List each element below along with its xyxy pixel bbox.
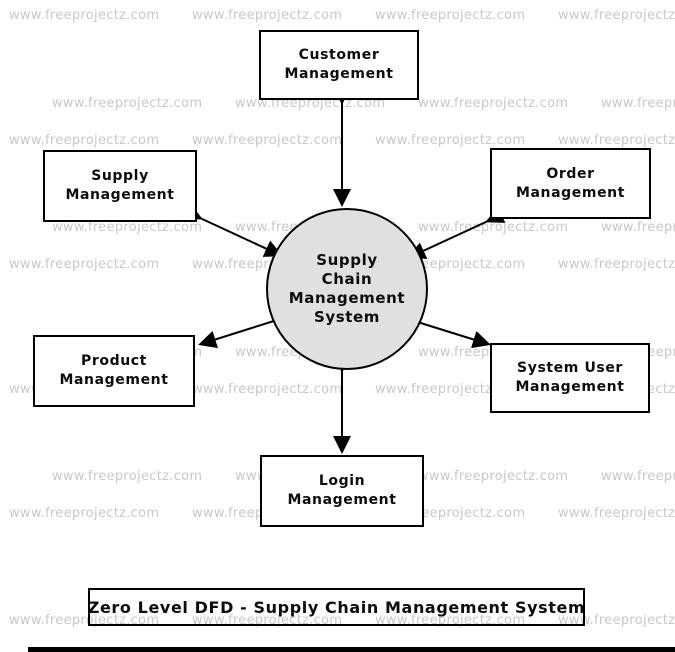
watermark-text: www.freeprojectz.com <box>418 469 569 484</box>
watermark-text: www.freeprojectz.com <box>52 96 203 111</box>
watermark-text: www.freeprojectz.com <box>192 8 343 23</box>
process-supply-chain-management-system: Supply Chain Management System <box>266 208 428 370</box>
watermark-text: www.freeprojectz.com <box>192 133 343 148</box>
watermark-text: www.freeprojectz.com <box>52 469 203 484</box>
entity-order-management: Order Management <box>490 148 651 219</box>
entity-customer-management: Customer Management <box>259 30 419 100</box>
entity-label: Order <box>546 165 595 182</box>
arrow-process-product <box>198 306 295 349</box>
watermark-text: www.freeprojectz.com <box>558 257 675 272</box>
watermark-text: www.freeprojectz.com <box>558 133 675 148</box>
arrow-supply-process <box>182 203 283 257</box>
entity-label: Management <box>515 184 626 201</box>
entity-product-management: Product Management <box>33 335 195 407</box>
watermark-text: www.freeprojectz.com <box>9 133 160 148</box>
watermark-text: www.freeprojectz.com <box>375 8 526 23</box>
entity-label: Management <box>287 492 397 508</box>
process-label: Supply <box>316 251 378 269</box>
bottom-cutoff-bar <box>28 647 675 652</box>
watermark-text: www.freeprojectz.com <box>418 96 569 111</box>
watermark-text: www.freeprojectz.com <box>9 506 160 521</box>
watermark-text: www.freeprojectz.com <box>558 613 675 628</box>
entity-label: Management <box>59 372 169 388</box>
entity-supply-management: Supply Management <box>43 150 197 222</box>
watermark-text: www.freeprojectz.com <box>375 382 526 397</box>
arrow-order-process <box>407 206 506 259</box>
watermark-text: www.freeprojectz.com <box>9 8 160 23</box>
watermark-text: www.freeprojectz.com <box>375 133 526 148</box>
entity-label: Management <box>65 187 175 203</box>
entity-label: Login <box>318 473 366 489</box>
watermark-text: www.freeprojectz.com <box>192 382 343 397</box>
watermark-text: www.freeprojectz.com <box>601 220 675 235</box>
entity-label: System User <box>517 360 623 376</box>
entity-label: Management <box>515 379 625 395</box>
process-label: Management <box>288 289 406 307</box>
diagram-title: Zero Level DFD - Supply Chain Management… <box>87 597 586 617</box>
watermark-text: www.freeprojectz.com <box>52 220 203 235</box>
entity-label: Supply <box>91 168 149 184</box>
watermark-text: www.freeprojectz.com <box>601 96 675 111</box>
watermark-text: www.freeprojectz.com <box>558 8 675 23</box>
entity-label: Management <box>284 66 394 82</box>
entity-label: Product <box>81 353 147 369</box>
arrow-process-system-user <box>394 306 491 349</box>
entity-login-management: Login Management <box>260 455 424 527</box>
diagram-title-box: Zero Level DFD - Supply Chain Management… <box>88 588 585 626</box>
process-label: Chain <box>321 270 373 288</box>
process-label: System <box>313 308 381 326</box>
watermark-text: www.freeprojectz.com <box>9 257 160 272</box>
entity-label: Customer <box>298 47 380 63</box>
watermark-text: www.freeprojectz.com <box>601 469 675 484</box>
entity-system-user-management: System User Management <box>490 343 650 413</box>
watermark-text: www.freeprojectz.com <box>558 506 675 521</box>
